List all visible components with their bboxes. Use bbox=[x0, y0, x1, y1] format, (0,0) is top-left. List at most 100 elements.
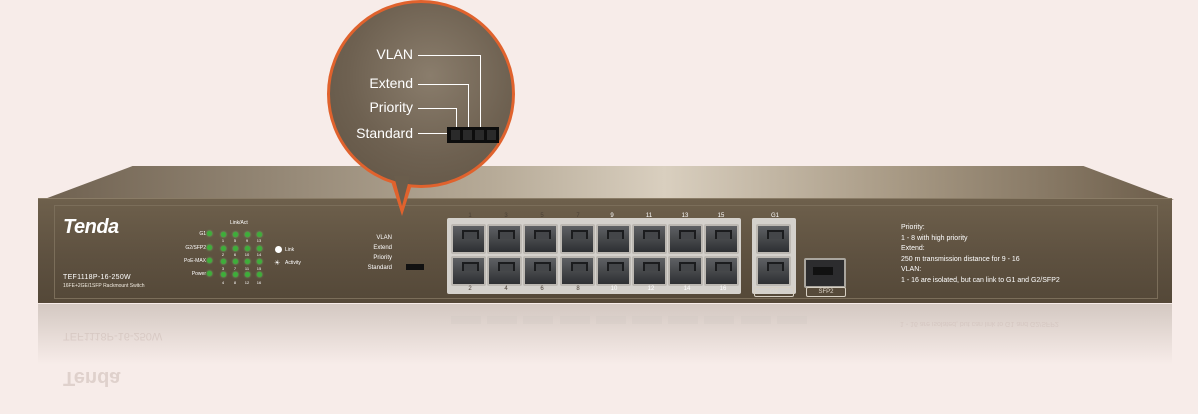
led-number: 15 bbox=[256, 266, 262, 271]
port-number: 15 bbox=[717, 213, 725, 219]
led-number: 6 bbox=[233, 252, 237, 257]
ethernet-port[interactable] bbox=[523, 224, 559, 254]
ethernet-port[interactable] bbox=[559, 224, 595, 254]
ethernet-port[interactable] bbox=[487, 256, 523, 286]
status-led bbox=[257, 272, 262, 277]
port-number: 8 bbox=[576, 286, 580, 292]
status-led bbox=[257, 246, 262, 251]
callout-tail-inner bbox=[394, 176, 410, 206]
led-g1 bbox=[221, 232, 226, 237]
sfp2-port[interactable] bbox=[804, 258, 846, 288]
ethernet-port[interactable] bbox=[632, 256, 667, 286]
dip-lever bbox=[463, 130, 472, 140]
g2-port[interactable] bbox=[756, 256, 791, 286]
g1-port[interactable] bbox=[756, 224, 791, 254]
dip-lever bbox=[487, 130, 496, 140]
status-led bbox=[233, 272, 238, 277]
mode-dip-switch[interactable] bbox=[406, 264, 424, 270]
ethernet-port[interactable] bbox=[668, 224, 704, 254]
reflection-port bbox=[632, 316, 662, 324]
reflection-port bbox=[487, 316, 518, 324]
status-led bbox=[257, 259, 262, 264]
ethernet-port[interactable] bbox=[595, 224, 631, 254]
sfp-slot bbox=[813, 267, 833, 275]
status-led bbox=[221, 246, 226, 251]
led-number: 9 bbox=[245, 238, 249, 243]
leader-line bbox=[418, 84, 468, 85]
status-led bbox=[233, 246, 238, 251]
system-led bbox=[207, 258, 212, 263]
reflection-port bbox=[559, 316, 590, 324]
link-legend-icon bbox=[275, 246, 282, 253]
ethernet-port[interactable] bbox=[451, 224, 486, 254]
priority-title: Priority: bbox=[901, 224, 925, 231]
ethernet-port[interactable] bbox=[451, 256, 486, 286]
switch-top bbox=[42, 166, 1174, 200]
legend-activity: Activity bbox=[285, 260, 301, 266]
port-number: 14 bbox=[683, 286, 691, 292]
led-number: 5 bbox=[233, 238, 237, 243]
status-led bbox=[233, 259, 238, 264]
mode-label-vlan: VLAN bbox=[376, 235, 392, 241]
mode-label-priority: Priority bbox=[373, 255, 392, 261]
ethernet-port[interactable] bbox=[632, 224, 667, 254]
reflection-port bbox=[740, 316, 771, 324]
led-number: 11 bbox=[244, 266, 250, 271]
port-label-g2: G2 bbox=[754, 287, 794, 297]
brand-logo: Tenda bbox=[63, 216, 119, 238]
vlan-title: VLAN: bbox=[901, 266, 922, 273]
port-number: 3 bbox=[504, 213, 508, 219]
led-label-g2: G2/SFP2 bbox=[185, 245, 206, 251]
status-led bbox=[221, 259, 226, 264]
reflection-port bbox=[776, 316, 807, 324]
zoom-dip-switch[interactable] bbox=[447, 127, 499, 143]
ethernet-port[interactable] bbox=[668, 256, 704, 286]
dip-lever bbox=[451, 130, 460, 140]
led-number: 14 bbox=[256, 252, 262, 257]
port-number: 6 bbox=[540, 286, 544, 292]
port-number: 9 bbox=[610, 213, 614, 219]
zoom-label-extend: Extend bbox=[369, 75, 413, 91]
model-name: TEF1118P-16-250W bbox=[63, 274, 131, 281]
priority-text: 1 - 8 with high priority bbox=[901, 235, 968, 242]
ethernet-port[interactable] bbox=[704, 256, 740, 286]
dip-lever bbox=[475, 130, 484, 140]
reflection-brand: Tenda bbox=[63, 367, 121, 389]
led-number: 3 bbox=[221, 266, 225, 271]
legend-link: Link bbox=[285, 247, 295, 253]
mode-label-standard: Standard bbox=[367, 265, 392, 271]
status-led bbox=[257, 232, 262, 237]
zoom-callout bbox=[327, 0, 515, 188]
leader-line bbox=[418, 55, 480, 56]
zoom-label-priority: Priority bbox=[369, 99, 413, 115]
port-number: 2 bbox=[468, 286, 472, 292]
port-number: 4 bbox=[504, 286, 508, 292]
status-led bbox=[233, 232, 238, 237]
activity-legend-icon: ☀ bbox=[274, 260, 281, 267]
system-led bbox=[207, 231, 212, 236]
ethernet-port[interactable] bbox=[559, 256, 595, 286]
led-number: 4 bbox=[221, 280, 225, 285]
led-number: 16 bbox=[256, 280, 262, 285]
led-label-power: Power bbox=[191, 271, 206, 277]
reflection-port bbox=[523, 316, 554, 324]
port-number: 10 bbox=[610, 286, 618, 292]
ethernet-port[interactable] bbox=[595, 256, 631, 286]
zoom-label-standard: Standard bbox=[356, 125, 413, 141]
mode-label-extend: Extend bbox=[373, 245, 392, 251]
port-label-g1: G1 bbox=[770, 213, 779, 219]
model-description: 16FE+2GE/1SFP Rackmount Switch bbox=[63, 283, 145, 289]
status-led bbox=[245, 272, 250, 277]
led-header: Link/Act bbox=[230, 220, 248, 226]
port-label-sfp2: SFP2 bbox=[806, 287, 846, 297]
ethernet-port[interactable] bbox=[487, 224, 523, 254]
status-led bbox=[221, 272, 226, 277]
port-number: 11 bbox=[645, 213, 653, 219]
port-number: 7 bbox=[576, 213, 580, 219]
leader-line bbox=[418, 133, 448, 134]
led-number: 7 bbox=[233, 266, 237, 271]
ethernet-port[interactable] bbox=[523, 256, 559, 286]
ethernet-port[interactable] bbox=[704, 224, 740, 254]
reflection-port bbox=[668, 316, 699, 324]
